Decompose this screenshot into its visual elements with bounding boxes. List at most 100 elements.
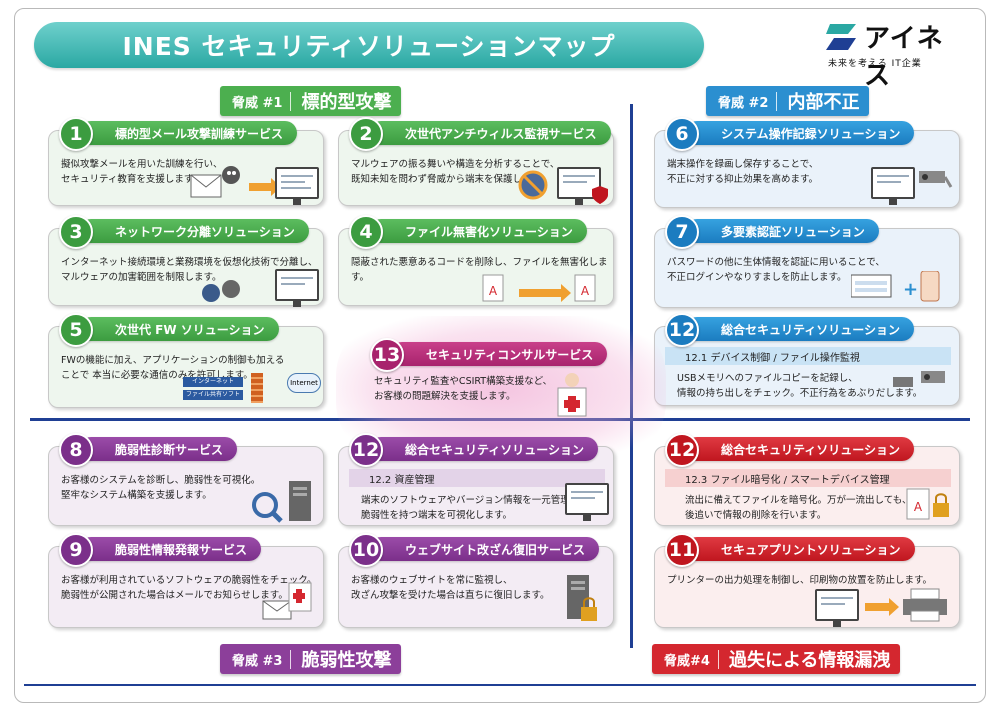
vulnerability-scan-icon [252,481,311,523]
printer-icon [903,588,947,622]
card-description: FWの機能に加え、アプリケーションの制御も加えることで 本当に必要な通信のみを許… [61,355,285,381]
cloud-icon: Internet [287,373,321,393]
card-number: 10 [349,533,383,567]
card-title: 脆弱性診断サービス [79,437,238,461]
card-number: 8 [59,433,93,467]
card-12-2[interactable]: 12 総合セキュリティソリューション 12.2 資産管理 端末のソフトウェアやバ… [338,433,614,526]
card-number: 6 [665,117,699,151]
card-subtitle: 12.1 デバイス制御 / ファイル操作監視 [665,347,951,365]
usb-camera-icon [893,371,945,387]
card-title: 総合セキュリティソリューション [685,437,915,461]
card-title: 総合セキュリティソリューション [369,437,599,461]
arrow-icon [865,598,899,616]
card-number: 12 [349,433,383,467]
card-2[interactable]: 2 次世代アンチウィルス監視サービス マルウェアの振る舞いや構造を分析することで… [338,117,614,206]
internet-label: インターネット [183,377,243,387]
card-title: ファイル無害化ソリューション [369,219,587,243]
svg-text:+: + [903,279,918,300]
encrypted-file-icon: A [906,488,949,520]
consultant-icon [557,373,587,417]
card-number: 12 [665,433,699,467]
shield-icon [592,186,608,204]
card-description: お客様が利用されているソフトウェアの脆弱性をチェック。脆弱性が公開された場合はメ… [61,575,317,601]
card-12-1[interactable]: 12 総合セキュリティソリューション 12.1 デバイス制御 / ファイル操作監… [654,313,960,406]
page-title: INES セキュリティソリューションマップ [34,22,704,68]
monitor-icon [871,167,915,205]
card-title: 総合セキュリティソリューション [685,317,915,341]
ines-logo-icon [826,24,856,50]
card-number: 5 [59,313,93,347]
arrow-icon [519,284,571,302]
card-subtitle: 12.3 ファイル暗号化 / スマートデバイス管理 [665,469,951,487]
monitor-icon [565,483,609,521]
camera-icon [919,171,953,188]
card-title: ネットワーク分離ソリューション [79,219,309,243]
card-number: 11 [665,533,699,567]
page-frame [14,8,986,703]
arrow-icon [249,178,281,196]
server-lock-icon [567,575,597,621]
card-8[interactable]: 8 脆弱性診断サービス お客様のシステムを診断し、脆弱性を可視化。堅牢なシステム… [48,433,324,526]
card-1[interactable]: 1 標的型メール攻撃訓練サービス 擬似攻撃メールを用いた訓練を行い、セキュリティ… [48,117,324,206]
card-title: 次世代 FW ソリューション [79,317,279,341]
card-number: 9 [59,533,93,567]
malware-icon [202,280,240,302]
card-6[interactable]: 6 システム操作記録ソリューション 端末操作を録画し保存することで、不正に対する… [654,117,960,208]
card-12-3[interactable]: 12 総合セキュリティソリューション 12.3 ファイル暗号化 / スマートデバ… [654,433,960,526]
card-number: 3 [59,215,93,249]
email-attack-icon [190,166,240,198]
virus-blocked-icon [518,170,548,200]
card-description: 擬似攻撃メールを用いた訓練を行い、セキュリティ教育を支援します。 [61,159,223,185]
svg-text:A: A [581,284,590,298]
card-11[interactable]: 11 セキュアプリントソリューション プリンターの出力処理を制御し、印刷物の放置… [654,533,960,628]
card-description: お客様のシステムを診断し、脆弱性を可視化。堅牢なシステム構築を支援します。 [61,475,261,501]
card-description: 隠蔽された悪意あるコードを削除し、ファイルを無害化します。 [351,257,608,283]
card-3[interactable]: 3 ネットワーク分離ソリューション インターネット接続環境と業務環境を仮想化技術… [48,215,324,307]
logo-name: アイネス [864,24,944,91]
card-description: パスワードの他に生体情報を認証に用いることで、不正ログインやなりすましを防止しま… [667,257,885,283]
card-7[interactable]: 7 多要素認証ソリューション パスワードの他に生体情報を認証に用いることで、不正… [654,215,960,308]
card-number: 7 [665,215,699,249]
card-title: ウェブサイト改ざん復旧サービス [369,537,600,561]
logo-tagline: 未来を考える IT企業 [828,59,922,69]
card-title: 脆弱性情報発報サービス [79,537,262,561]
card-4[interactable]: 4 ファイル無害化ソリューション 隠蔽された悪意あるコードを削除し、ファイルを無… [338,215,614,306]
card-description: お客様のウェブサイトを常に監視し、改ざん攻撃を受けた場合は直ちに復旧します。 [351,575,550,601]
monitor-icon [275,269,319,307]
card-title: 多要素認証ソリューション [685,219,879,243]
card-title: セキュアプリントソリューション [685,537,915,561]
card-number: 1 [59,117,93,151]
card-title: 標的型メール攻撃訓練サービス [79,121,298,145]
monitor-icon [815,589,859,627]
card-description: 流出に備えてファイルを暗号化。万が一流出しても、後追いで情報の削除を行います。 [685,495,912,521]
card-description: 端末のソフトウェアやバージョン情報を一元管理し、脆弱性を持つ端末を可視化します。 [361,495,589,521]
card-description: 端末操作を録画し保存することで、不正に対する抑止効果を高めます。 [667,159,819,185]
card-13[interactable]: 13 セキュリティコンサルサービス セキュリティ監査やCSIRT構築支援など、お… [366,338,626,420]
svg-text:A: A [489,284,498,298]
clean-pdf-file-icon: A [574,274,596,302]
svg-text:A: A [914,500,923,514]
monitor-icon [275,167,319,205]
card-10[interactable]: 10 ウェブサイト改ざん復旧サービス お客様のウェブサイトを常に監視し、改ざん攻… [338,533,614,628]
mail-notice-icon [262,582,312,620]
pdf-file-icon: A [482,274,504,302]
card-number: 12 [665,313,699,347]
card-9[interactable]: 9 脆弱性情報発報サービス お客様が利用されているソフトウェアの脆弱性をチェック… [48,533,324,628]
card-5[interactable]: 5 次世代 FW ソリューション FWの機能に加え、アプリケーションの制御も加え… [48,313,324,408]
ines-logo: アイネス 未来を考える IT企業 [826,18,966,91]
card-description: プリンターの出力処理を制御し、印刷物の放置を防止します。 [667,575,933,586]
bottom-rule [24,684,976,686]
card-title: 次世代アンチウィルス監視サービス [369,121,611,145]
card-number: 4 [349,215,383,249]
card-description: インターネット接続環境と業務環境を仮想化技術で分離し、マルウェアの加害範囲を制限… [61,257,318,283]
firewall-diagram: インターネット ファイル共有ソフト [169,373,279,403]
firewall-icon [251,373,263,403]
card-number: 2 [349,117,383,151]
card-number: 13 [370,338,404,372]
card-description: セキュリティ監査やCSIRT構築支援など、お客様の問題解決を支援します。 [374,376,553,402]
card-title: セキュリティコンサルサービス [390,342,608,366]
